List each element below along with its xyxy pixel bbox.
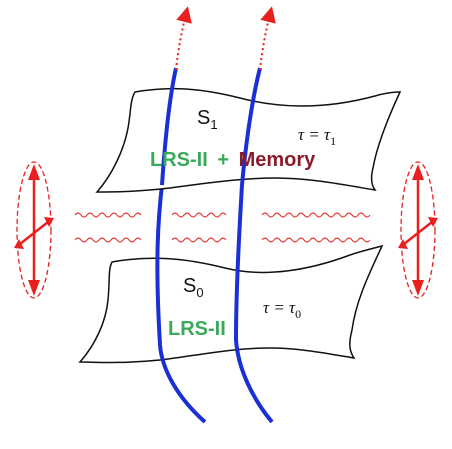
wave-group-left bbox=[74, 212, 142, 243]
upper-sheet-label: S1 bbox=[197, 107, 218, 132]
upper-sheet-condition: τ = τ1 bbox=[298, 125, 336, 148]
worldline-right-lower bbox=[234, 339, 274, 424]
worldline-right-middle bbox=[234, 184, 244, 341]
worldline-right-upper bbox=[240, 67, 262, 186]
wave-group-right bbox=[261, 212, 371, 243]
upper-sheet-caption: LRS-II + Memory bbox=[150, 149, 316, 171]
lower-sheet bbox=[78, 244, 384, 364]
wave-group-center bbox=[171, 212, 227, 243]
lower-sheet-condition: τ = τ0 bbox=[263, 298, 301, 321]
worldline-left-middle bbox=[155, 184, 164, 346]
lower-sheet-caption: LRS-II bbox=[168, 318, 226, 340]
future-arrow-left bbox=[175, 6, 192, 71]
polarization-ellipse-right-icon bbox=[398, 161, 438, 299]
polarization-ellipse-left-icon bbox=[14, 161, 54, 299]
future-arrow-right bbox=[259, 6, 276, 71]
lower-sheet-label: S0 bbox=[183, 275, 204, 300]
worldline-left-lower bbox=[158, 344, 207, 424]
worldline-left-upper bbox=[160, 67, 178, 186]
